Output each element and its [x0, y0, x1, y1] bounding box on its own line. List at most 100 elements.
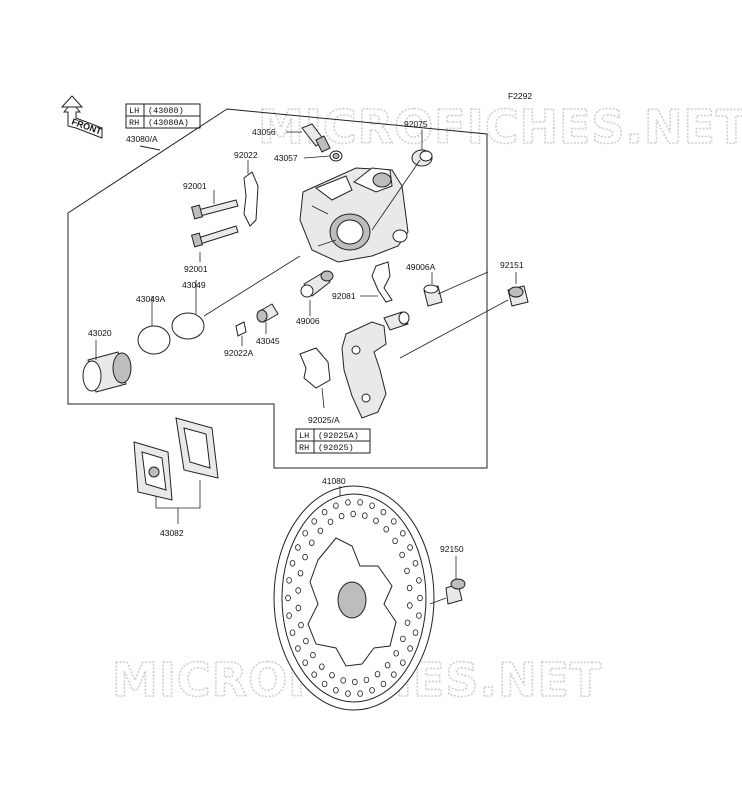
- disc-hole: [406, 602, 413, 609]
- disc-hole: [311, 671, 318, 678]
- disc-hole: [400, 635, 406, 643]
- label-49006: 49006: [296, 316, 320, 326]
- disc-hole: [390, 518, 397, 525]
- disc-hole: [327, 518, 334, 525]
- disc-vent-holes: [285, 499, 423, 697]
- seal-43049: [171, 312, 205, 340]
- part-labels: 43056 43057 92075 92022 92001 92001 4900…: [88, 119, 524, 554]
- disc-hole: [357, 499, 363, 506]
- label-92081: 92081: [332, 291, 356, 301]
- disc-hole: [311, 518, 318, 525]
- disc-hole: [373, 517, 379, 524]
- disc-hole: [285, 594, 291, 602]
- disc-hole: [317, 527, 324, 534]
- disc-hole: [416, 612, 422, 619]
- disc-hole: [407, 645, 413, 652]
- disc-hole: [295, 544, 301, 551]
- label-43045: 43045: [256, 336, 280, 346]
- disc-hole: [361, 512, 368, 519]
- disc-hole: [369, 502, 375, 509]
- brake-disc: [273, 485, 435, 711]
- disc-hole: [321, 680, 328, 688]
- caliper-side-table: LH (43080) RH (43080A) 43080/A: [125, 103, 201, 144]
- disc-hole: [412, 629, 419, 636]
- disc-hole: [295, 604, 302, 612]
- caliper-row-lh-part: (43080): [148, 106, 184, 116]
- front-arrow-icon: FRONT: [60, 95, 103, 139]
- pin-43045: [256, 303, 279, 323]
- disc-hole: [383, 526, 390, 533]
- disc-hole: [286, 577, 292, 584]
- piston-43020: [82, 351, 132, 393]
- disc-hole: [380, 680, 387, 688]
- disc-hole: [295, 645, 301, 652]
- label-92001-upper: 92001: [183, 181, 207, 191]
- disc-hole: [351, 678, 358, 686]
- disc-hole: [329, 672, 335, 679]
- disc-hole: [417, 594, 423, 602]
- label-92075: 92075: [404, 119, 428, 129]
- label-92022: 92022: [234, 150, 258, 160]
- label-92151: 92151: [500, 260, 524, 270]
- figure-code: F2292: [508, 91, 532, 101]
- disc-hole: [369, 687, 375, 694]
- bolt-92001-upper: [190, 199, 239, 220]
- disc-hole: [390, 671, 397, 678]
- disc-hole: [345, 690, 351, 697]
- label-92001-lower: 92001: [184, 264, 208, 274]
- disc-hole: [289, 629, 296, 636]
- sleeve-49006a: [423, 284, 443, 307]
- disc-hole: [286, 612, 292, 619]
- disc-hole: [297, 570, 304, 577]
- disc-hole: [302, 553, 308, 561]
- pad-retainer-plate: [299, 347, 331, 389]
- label-92150: 92150: [440, 544, 464, 554]
- disc-hole: [302, 530, 309, 537]
- disc-hole: [404, 567, 410, 575]
- disc-hole: [295, 587, 302, 594]
- disc-hole: [289, 560, 296, 567]
- disc-hole: [321, 508, 328, 516]
- disc-hole: [416, 577, 422, 584]
- brake-pad-set: [133, 417, 219, 501]
- bolt-92001-lower: [190, 225, 239, 248]
- watermark-top: MICROFICHES.NET: [258, 100, 742, 154]
- front-label: FRONT: [70, 116, 103, 136]
- spring-plate-92022: [243, 171, 259, 227]
- clip-92022a: [235, 321, 247, 337]
- disc-hole: [318, 663, 325, 670]
- bracket-row-rh-side: RH: [299, 443, 309, 453]
- disc-hole: [308, 539, 315, 546]
- disc-hole: [302, 659, 309, 666]
- disc-hole: [399, 551, 405, 559]
- label-43020: 43020: [88, 328, 112, 338]
- disc-hole: [374, 671, 381, 678]
- label-43049a: 43049A: [136, 294, 166, 304]
- disc-hole: [406, 584, 413, 592]
- disc-hole: [333, 687, 339, 694]
- bleeder-valve: [301, 123, 343, 162]
- caliper-caption: 43080/A: [126, 134, 158, 144]
- disc-hole: [298, 621, 304, 629]
- disc-hole: [303, 637, 309, 645]
- disc-hole: [338, 512, 345, 520]
- disc-hole: [404, 619, 411, 626]
- seal-43049a: [137, 325, 171, 355]
- bracket-side-table: 92025/A LH (92025A) RH (92025): [295, 415, 371, 454]
- label-43056: 43056: [252, 127, 276, 137]
- label-43057: 43057: [274, 153, 298, 163]
- disc-hole: [310, 651, 316, 659]
- disc-hole: [363, 676, 370, 684]
- pad-spring-92081: [371, 261, 393, 303]
- boot-92075: [411, 149, 433, 167]
- leader-lines: [95, 130, 517, 605]
- disc-hole: [350, 510, 357, 518]
- label-49006a: 49006A: [406, 262, 436, 272]
- bracket-row-lh-side: LH: [299, 431, 309, 441]
- caliper-bracket: [341, 311, 410, 419]
- label-43049: 43049: [182, 280, 206, 290]
- disc-hole: [384, 662, 391, 669]
- bolt-92150: [445, 578, 466, 605]
- disc-hole: [333, 502, 339, 509]
